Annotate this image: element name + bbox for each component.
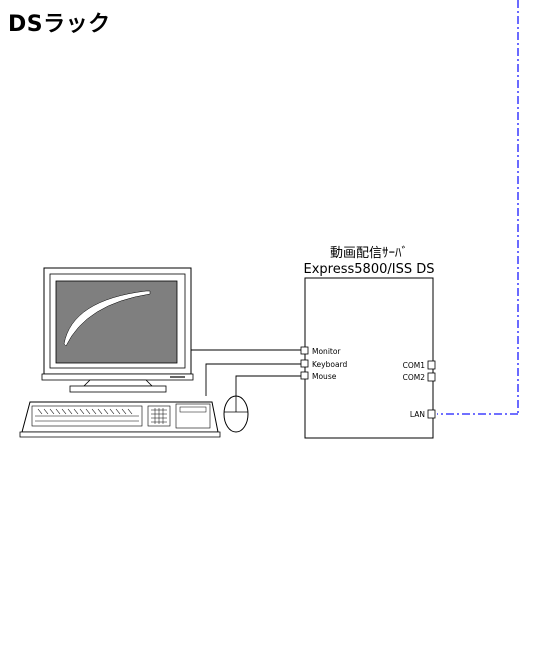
pc-cables [191, 349, 301, 398]
mouse-icon [223, 395, 249, 433]
lan-port [427, 409, 436, 419]
mouse-port-label: Mouse [312, 372, 337, 381]
monitor-port-label: Monitor [312, 347, 341, 356]
lan-cable [437, 0, 519, 415]
crt-monitor-icon [41, 267, 194, 393]
com2-port [427, 372, 436, 382]
keyboard-port [300, 359, 309, 368]
keyboard-port-label: Keyboard [312, 360, 347, 369]
com1-port-label: COM1 [403, 361, 426, 370]
page-title: DSラック [8, 12, 111, 37]
monitor-port [300, 346, 309, 355]
lan-port-label: LAN [410, 410, 425, 419]
com2-port-label: COM2 [403, 373, 426, 382]
server-box [304, 277, 434, 439]
server-name-line1: 動画配信ｻｰﾊﾞ [330, 246, 408, 261]
mouse-port [300, 371, 309, 380]
keyboard-icon [19, 401, 221, 438]
server-name-line2: Express5800/ISS DS [304, 262, 435, 277]
com1-port [427, 360, 436, 370]
